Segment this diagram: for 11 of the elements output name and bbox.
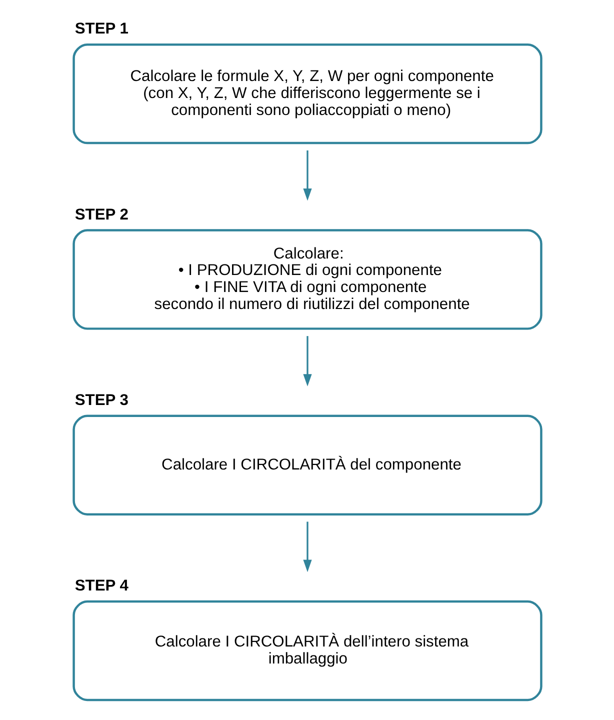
node-box: Calcolare le formule X, Y, Z, W per ogni componente (con X, Y, Z, W che differiscono leggermente se i componenti sono poliaccoppiati o meno) xyxy=(72,44,542,144)
node-box: Calcolare I CIRCOLARITÀ del componente xyxy=(72,414,542,516)
node-box: Calcolare: • I PRODUZIONE di ogni componente • I FINE VITA di ogni componente secondo il numero di riutilizzi del componente xyxy=(72,229,542,330)
node-label: STEP 4 xyxy=(74,578,128,595)
node-label: STEP 3 xyxy=(74,392,128,409)
node-box: Calcolare I CIRCOLARITÀ dell’intero sistema imballaggio xyxy=(72,600,542,702)
node-label: STEP 2 xyxy=(74,206,128,224)
arrow xyxy=(302,150,312,201)
node-label: STEP 1 xyxy=(74,20,128,38)
arrow xyxy=(302,336,312,386)
arrow xyxy=(302,522,312,572)
